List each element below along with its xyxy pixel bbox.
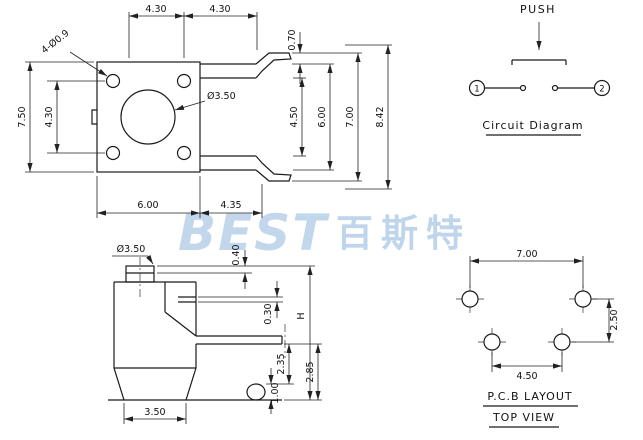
dim-button-step: 0.40 (231, 244, 242, 265)
mounting-hole (176, 73, 192, 89)
contact-dot (551, 84, 559, 92)
push-label: PUSH (520, 3, 556, 16)
pcb-layout-caption: P.C.B LAYOUT (487, 390, 572, 403)
dim-body-height: 7.50 (17, 106, 28, 127)
pcb-hole (461, 290, 479, 308)
button-circle (120, 89, 176, 145)
terminal-2-number: 2 (599, 85, 604, 95)
dim-body-width: 6.00 (137, 200, 158, 211)
bottom-lead-clip (255, 155, 292, 182)
top-view-caption: TOP VIEW (492, 411, 555, 424)
dim-top-left: 4.30 (145, 4, 166, 15)
side-view-dimensions: Ø3.50 0.40 0.30 H 2.35 2.85 (112, 244, 322, 424)
locating-foot (246, 383, 266, 401)
circuit-diagram-caption: Circuit Diagram (482, 119, 583, 132)
dim-foot-height: 1.00 (270, 382, 281, 403)
dim-step: 0.30 (263, 303, 274, 324)
dim-lead-to-bottom: 2.85 (305, 361, 316, 382)
pcb-layout: 7.00 2.50 4.50 P.C.B LAYOUT TOP VIEW (456, 249, 620, 428)
pcb-holes (456, 285, 597, 356)
pcb-hole (553, 333, 571, 351)
side-notch (91, 109, 97, 125)
terminal-2-circle (593, 79, 611, 97)
dim-height-h: H (296, 312, 307, 319)
dim-lead-length: 4.35 (220, 200, 241, 211)
top-view: 4.30 4.30 0.70 7.50 4.30 4-Ø0.9 Ø3.50 (17, 4, 392, 218)
dim-clip-span: 7.00 (345, 106, 356, 127)
terminal-1-circle (468, 79, 486, 97)
top-view-body (91, 52, 292, 182)
label-corner-holes: 4-Ø0.9 (39, 28, 71, 56)
mounting-hole (176, 145, 192, 161)
pcb-hole (574, 290, 592, 308)
circuit-diagram: PUSH 1 2 Circuit Diagram (468, 3, 611, 136)
mounting-hole (105, 145, 121, 161)
terminal-1-number: 1 (474, 85, 479, 95)
label-button-diameter-side: Ø3.50 (117, 244, 146, 255)
dim-hole-spacing: 4.30 (44, 106, 55, 127)
contact-dot (519, 84, 527, 92)
dim-row-spacing: 2.50 (609, 309, 620, 330)
side-view: Ø3.50 0.40 0.30 H 2.35 2.85 (108, 244, 322, 424)
dim-lead-outer: 6.00 (317, 106, 328, 127)
dim-base-width: 3.50 (144, 407, 165, 418)
dim-lead-inner: 4.50 (289, 106, 300, 127)
dim-hole-span-top: 7.00 (516, 249, 537, 260)
top-lead-clip (255, 52, 292, 79)
dim-overall: 8.42 (375, 106, 386, 127)
label-button-diameter: Ø3.50 (207, 91, 236, 102)
dim-hole-span-bottom: 4.50 (516, 371, 537, 382)
dim-lead-offset: 0.70 (287, 29, 298, 50)
top-view-dimensions: 4.30 4.30 0.70 7.50 4.30 4-Ø0.9 Ø3.50 (17, 4, 392, 218)
mounting-hole (105, 73, 121, 89)
dim-top-right: 4.30 (209, 4, 230, 15)
pcb-dimensions: 7.00 2.50 4.50 (469, 249, 620, 382)
watermark-cjk-text: 百斯特 (336, 212, 471, 255)
switch-body-outline (96, 61, 201, 173)
side-view-body (108, 257, 286, 401)
pcb-hole (483, 333, 501, 351)
dim-lead-to-base: 2.35 (276, 353, 287, 374)
